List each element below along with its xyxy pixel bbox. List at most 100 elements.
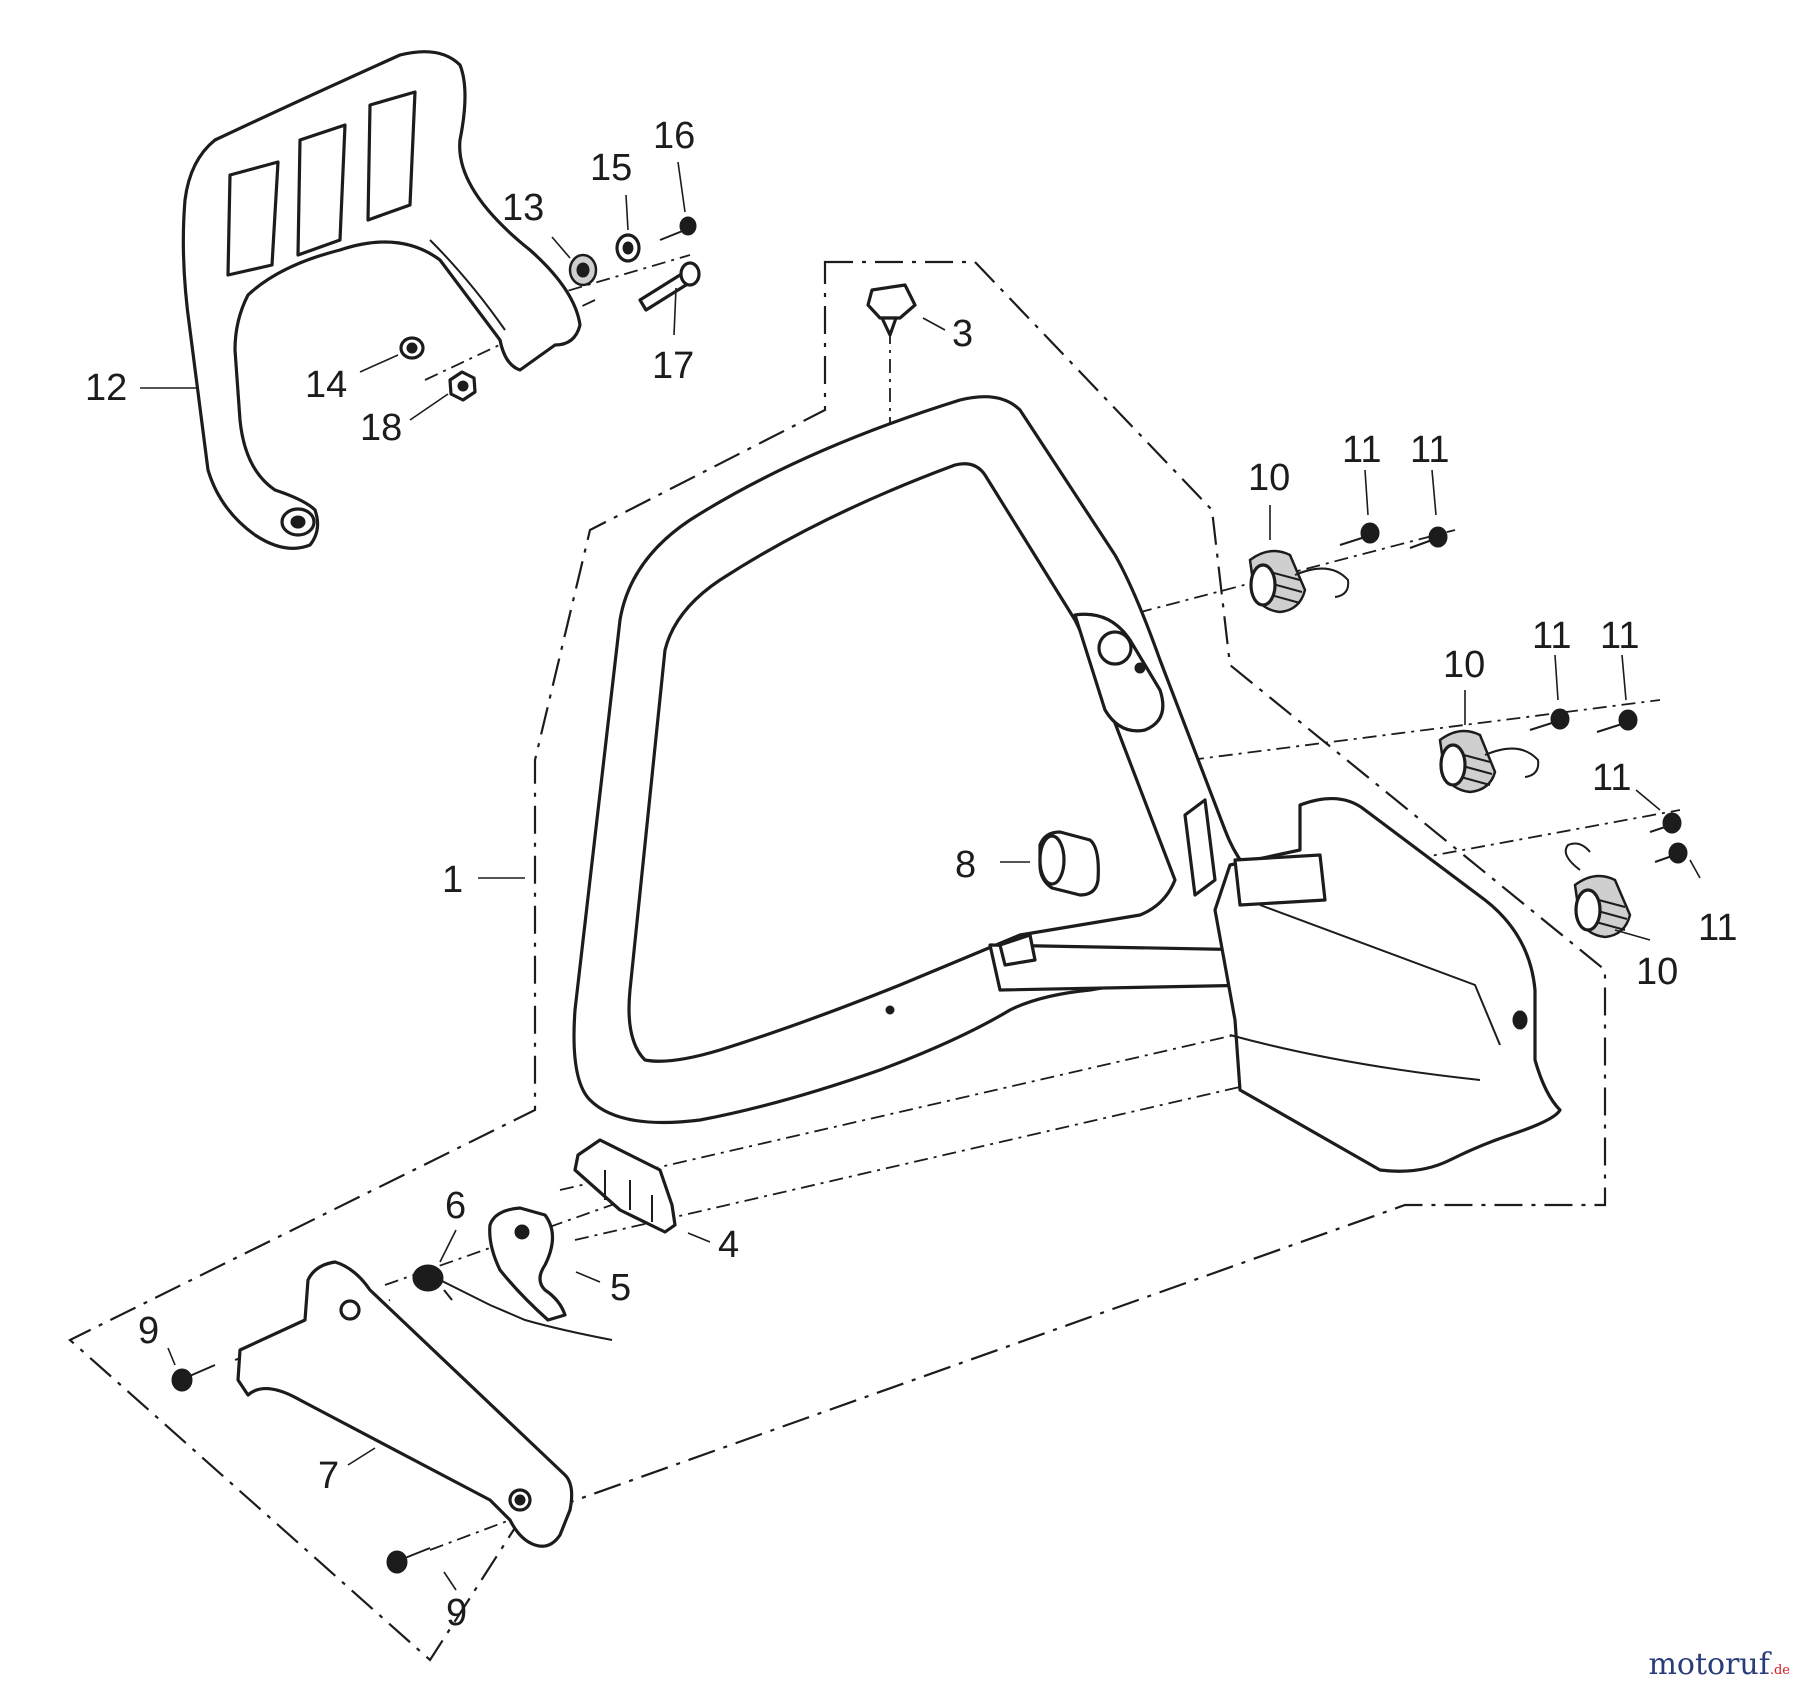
part-4-lever-plate	[573, 1138, 677, 1234]
leader-7	[347, 1447, 376, 1466]
guard-eyelet-hole	[290, 515, 306, 529]
part-8-buffer	[1038, 830, 1100, 897]
guard-window-3	[366, 90, 417, 222]
callout-7: 7	[318, 1455, 339, 1497]
lever-axis	[384, 1194, 641, 1286]
leader-10c	[1614, 929, 1651, 941]
hand-guard-body	[181, 50, 582, 550]
leader-11f	[1689, 859, 1701, 879]
leader-11d	[1621, 654, 1627, 701]
callout-8: 8	[955, 844, 976, 886]
handle-mount-plate	[1073, 612, 1165, 733]
leader-4	[687, 1232, 711, 1243]
part-3-pin	[866, 283, 917, 337]
leader-18	[409, 393, 449, 421]
part-10-spring-middle	[1438, 729, 1540, 794]
callout-11-a: 11	[1342, 429, 1381, 471]
rear-bracket-hole	[1512, 1010, 1528, 1030]
part-6-spring-wire	[412, 1264, 613, 1341]
leader-15	[625, 194, 629, 231]
callout-11-b: 11	[1410, 429, 1449, 471]
part-9-screw-bottom	[386, 1547, 431, 1574]
leader-9a	[167, 1347, 176, 1366]
leader-11a	[1364, 469, 1369, 516]
bracket-screw-axis-bottom	[429, 1519, 511, 1551]
callout-11-d: 11	[1600, 615, 1639, 657]
leader-9b	[443, 1571, 457, 1591]
part-14-washer	[399, 336, 425, 360]
leader-lines	[140, 161, 1701, 1591]
handle-rear-bracket	[1183, 796, 1562, 1173]
leader-11c	[1554, 654, 1559, 701]
guard-window-2	[296, 123, 347, 257]
part-10-spring-upper	[1248, 549, 1350, 614]
hand-guard-hardware	[399, 216, 701, 402]
leader-17	[673, 287, 677, 336]
screw-11-e	[1649, 812, 1682, 834]
part-16-screw	[659, 216, 697, 241]
leader-5	[575, 1271, 601, 1283]
leader-11b	[1431, 469, 1437, 516]
callout-labels: 1 3 4 5 6 7 8 9 9 10 10 10 11 11 11 11 1…	[85, 115, 1737, 1634]
callout-10-lower: 10	[1636, 951, 1678, 993]
front-hand-guard	[181, 50, 582, 550]
callout-9-bottom: 9	[446, 1592, 467, 1634]
leader-11e	[1635, 789, 1661, 811]
motoruf-watermark: motoruf.de	[1648, 1647, 1790, 1682]
callout-11-e: 11	[1592, 757, 1631, 799]
part-17-bolt	[638, 261, 701, 312]
handle-base-clip	[998, 933, 1037, 967]
handle-mount-hole-small	[1134, 662, 1146, 674]
part-13-bushing	[568, 253, 598, 287]
handle-pin-hole	[885, 1005, 895, 1015]
part-11-screws	[1339, 522, 1688, 864]
leader-6	[439, 1229, 457, 1263]
callout-10-middle: 10	[1443, 644, 1485, 686]
screw-11-f	[1654, 842, 1688, 864]
callout-1: 1	[442, 859, 463, 901]
leader-14	[359, 354, 399, 373]
callout-9-top: 9	[138, 1310, 159, 1352]
rear-bracket-body	[1213, 796, 1562, 1173]
part-7-side-bracket	[236, 1260, 574, 1548]
callout-16: 16	[653, 115, 695, 157]
screw-11-a	[1339, 522, 1380, 546]
callout-5: 5	[610, 1267, 631, 1309]
leader-13	[551, 236, 571, 259]
callout-3: 3	[952, 313, 973, 355]
lower-mount-axis-b	[574, 1079, 1271, 1241]
rear-bracket-tab	[1183, 798, 1217, 897]
lower-mount-axis-a	[559, 1019, 1301, 1191]
callout-18: 18	[360, 407, 402, 449]
callout-12: 12	[85, 367, 127, 409]
screw-11-d	[1596, 709, 1638, 733]
callout-15: 15	[590, 147, 632, 189]
part-15-washer	[615, 233, 641, 263]
part-18-nut	[448, 370, 477, 402]
watermark-suffix: .de	[1769, 1663, 1790, 1678]
callout-11-c: 11	[1532, 615, 1571, 657]
spring-middle-axis	[1189, 699, 1661, 761]
part-9-screw-top	[171, 1364, 216, 1392]
part-5-lever-arm	[488, 1206, 567, 1322]
leader-3	[922, 317, 946, 331]
callout-11-f: 11	[1698, 907, 1737, 949]
leader-16	[677, 161, 686, 213]
part-10-spring-lower	[1564, 842, 1632, 939]
guard-flange	[429, 239, 506, 331]
front-handle-bar	[572, 395, 1272, 1125]
callout-13: 13	[502, 187, 544, 229]
callout-4: 4	[718, 1224, 739, 1266]
screw-11-b	[1409, 526, 1448, 549]
callout-10-upper: 10	[1248, 457, 1290, 499]
callout-6: 6	[445, 1185, 466, 1227]
callout-14: 14	[305, 364, 347, 406]
handle-mount-hole	[1097, 630, 1133, 666]
rear-bracket-clamp	[1233, 853, 1327, 907]
rear-bracket-lip	[1229, 1034, 1481, 1081]
rear-bracket-inner-line	[1259, 904, 1501, 1046]
guard-window-1	[226, 160, 280, 277]
watermark-brand: motoruf	[1648, 1647, 1770, 1682]
screw-11-c	[1529, 708, 1570, 731]
